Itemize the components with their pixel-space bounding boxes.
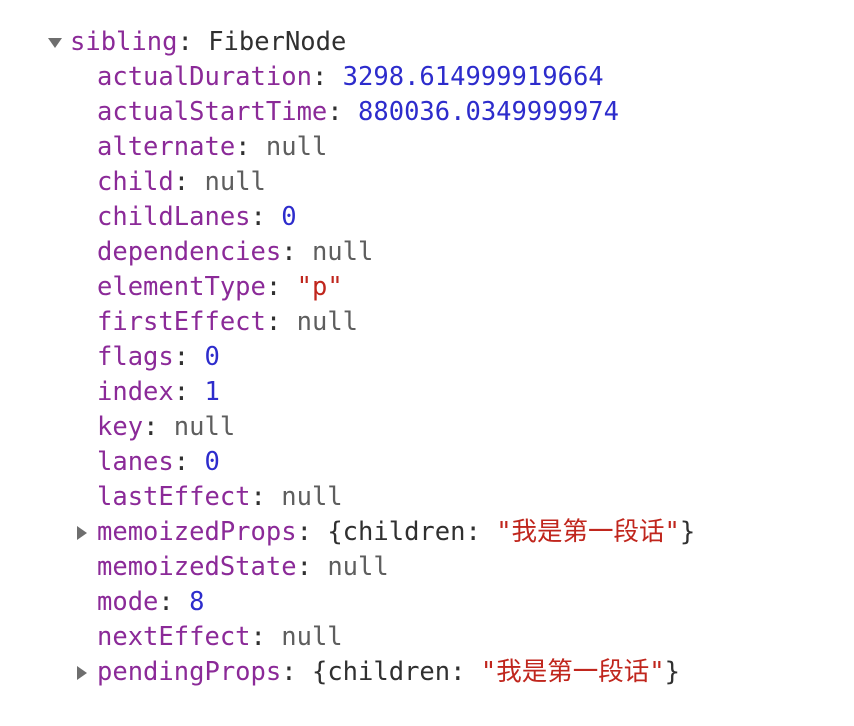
property-row-actualstarttime: actualStartTime: 880036.0349999974 (0, 95, 854, 130)
property-key: child (97, 167, 174, 197)
property-row-alternate: alternate: null (0, 130, 854, 165)
property-value: FiberNode (208, 27, 347, 57)
property-row-lanes: lanes: 0 (0, 445, 854, 480)
property-row-memoizedstate: memoizedState: null (0, 550, 854, 585)
colon: : (250, 482, 282, 512)
property-value: 1 (204, 377, 220, 407)
colon: : (296, 552, 328, 582)
property-value: 880036.0349999974 (358, 97, 620, 127)
property-key: mode (97, 587, 159, 617)
property-key: actualStartTime (97, 97, 328, 127)
property-value: null (296, 307, 359, 337)
property-row-childlanes: childLanes: 0 (0, 200, 854, 235)
property-row-lasteffect: lastEffect: null (0, 480, 854, 515)
colon: : (173, 167, 205, 197)
property-key: key (97, 412, 144, 442)
property-key: pendingProps (97, 657, 282, 687)
property-key: flags (97, 342, 174, 372)
property-key: memoizedProps (97, 517, 297, 547)
property-key: dependencies (97, 237, 282, 267)
property-row-firsteffect: firstEffect: null (0, 305, 854, 340)
property-value: null (327, 552, 389, 582)
object-preview-value: "我是第一段话" (480, 657, 665, 687)
colon: : (311, 62, 343, 92)
colon: : (143, 412, 174, 442)
colon: : (327, 97, 359, 127)
property-value: 0 (204, 447, 220, 477)
property-key: elementType (97, 272, 266, 302)
property-row-pendingprops[interactable]: pendingProps: {children: "我是第一段话"} (0, 655, 854, 690)
colon: : (265, 307, 297, 337)
colon: : (281, 657, 312, 687)
property-key: sibling (70, 27, 178, 57)
colon: : (250, 202, 282, 232)
property-value: null (311, 237, 374, 267)
colon: : (173, 342, 205, 372)
property-value: null (204, 167, 266, 197)
colon: : (296, 517, 328, 547)
property-key: nextEffect (97, 622, 251, 652)
property-row-mode: mode: 8 (0, 585, 854, 620)
object-close-brace: } (679, 517, 696, 547)
property-key: alternate (97, 132, 236, 162)
property-row-child: child: null (0, 165, 854, 200)
property-value: null (281, 622, 343, 652)
property-row-key: key: null (0, 410, 854, 445)
property-value: 0 (204, 342, 220, 372)
object-close-brace: } (664, 657, 680, 687)
property-key: firstEffect (97, 307, 266, 337)
expand-triangle-right-icon[interactable] (77, 666, 87, 680)
property-value: null (281, 482, 343, 512)
colon: : (235, 132, 266, 162)
colon: : (177, 27, 209, 57)
object-preview-value: "我是第一段话" (496, 517, 680, 547)
property-row-index: index: 1 (0, 375, 854, 410)
property-row-flags: flags: 0 (0, 340, 854, 375)
colon: : (250, 622, 282, 652)
property-key: childLanes (97, 202, 251, 232)
property-row-memoizedprops[interactable]: memoizedProps: {children: "我是第一段话"} (0, 515, 854, 550)
property-key: actualDuration (97, 62, 312, 92)
property-value: null (173, 412, 236, 442)
expand-triangle-down-icon[interactable] (48, 38, 62, 48)
property-row-actualduration: actualDuration: 3298.614999919664 (0, 60, 854, 95)
property-key: lastEffect (97, 482, 251, 512)
property-value: 8 (189, 587, 205, 617)
expand-triangle-right-icon[interactable] (77, 526, 87, 540)
object-tree: sibling: FiberNode actualDuration: 3298.… (0, 25, 854, 690)
colon: : (173, 377, 205, 407)
object-preview-key: children: (342, 517, 497, 547)
colon: : (173, 447, 205, 477)
property-key: lanes (97, 447, 174, 477)
object-preview-key: children: (327, 657, 481, 687)
object-open-brace: { (311, 657, 328, 687)
object-open-brace: { (327, 517, 343, 547)
property-key: index (97, 377, 174, 407)
property-key: memoizedState (97, 552, 297, 582)
property-row-nexteffect: nextEffect: null (0, 620, 854, 655)
colon: : (281, 237, 312, 267)
property-value: "p" (296, 272, 343, 302)
colon: : (158, 587, 190, 617)
property-value: 0 (281, 202, 297, 232)
colon: : (265, 272, 297, 302)
property-row-elementtype: elementType: "p" (0, 270, 854, 305)
property-value: null (265, 132, 328, 162)
property-row-dependencies: dependencies: null (0, 235, 854, 270)
tree-root-row[interactable]: sibling: FiberNode (0, 25, 854, 60)
property-value: 3298.614999919664 (342, 62, 604, 92)
